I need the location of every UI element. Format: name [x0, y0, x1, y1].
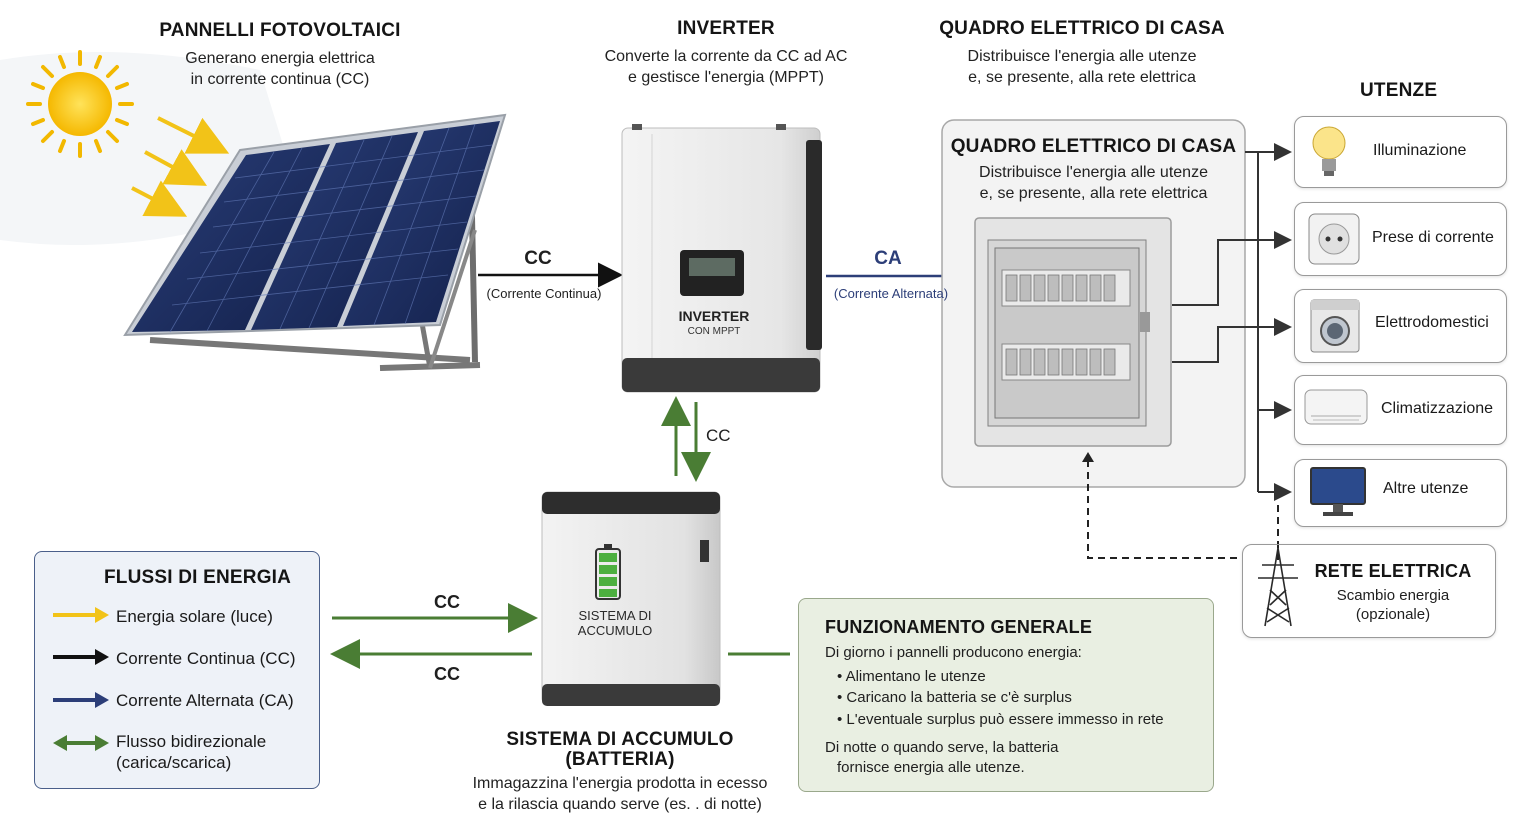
panels-title: PANNELLI FOTOVOLTAICI: [159, 20, 401, 41]
battery-level-icon: [604, 544, 612, 550]
utenza-card-elettrodomestici: Elettrodomestici: [1294, 289, 1507, 363]
cc-vertical-label: CC: [706, 426, 731, 445]
rete-desc-line2: (opzionale): [1355, 606, 1431, 623]
funzionamento-night-line1: Di notte o quando serve, la batteria: [825, 739, 1059, 756]
rete-heading: RETE ELETTRICA Scambio energia (opzional…: [1303, 561, 1483, 623]
funzionamento-bullet: • Alimentano le utenze: [837, 668, 986, 685]
funzionamento-night-line2: fornisce energia alle utenze.: [837, 759, 1025, 776]
utenza-label: Altre utenze: [1383, 480, 1469, 497]
legend-item-bidirectional: Flusso bidirezionale: [116, 732, 267, 751]
funzionamento-bullet: • L'eventuale surplus può essere immesso…: [837, 711, 1164, 728]
bullet-text: Caricano la batteria se c'è surplus: [846, 689, 1072, 706]
electrical-panel-illustration: [974, 217, 1172, 447]
utenza-card-climatizzazione: Climatizzazione: [1294, 375, 1507, 445]
power-pylon-icon: [1258, 547, 1298, 627]
battery-desc-line2: e la rilascia quando serve (es. . di not…: [478, 796, 762, 813]
inverter-device-sub: CON MPPT: [687, 326, 741, 337]
funzionamento-box: FUNZIONAMENTO GENERALE Di giorno i panne…: [798, 598, 1214, 792]
rete-elettrica-box: RETE ELETTRICA Scambio energia (opzional…: [1242, 544, 1496, 638]
quadro-box-heading: QUADRO ELETTRICO DI CASA Distribuisce l'…: [946, 136, 1241, 204]
legend-swatches: [53, 607, 109, 751]
socket-icon: [1308, 213, 1360, 265]
battery-device-label-line2: ACCUMULO: [577, 623, 653, 638]
inverter-heading: INVERTER Converte la corrente da CC ad A…: [565, 18, 887, 88]
quadro-top-desc-line1: Distribuisce l'energia alle utenze: [967, 48, 1197, 65]
panels-desc-line1: Generano energia elettrica: [185, 50, 375, 67]
inverter-desc-line2: e gestisce l'energia (MPPT): [627, 69, 824, 86]
cc-sublabel: (Corrente Continua): [486, 286, 602, 301]
cc-out-label: CC: [434, 664, 460, 684]
funzionamento-bullet: • Caricano la batteria se c'è surplus: [837, 689, 1072, 706]
utenza-card-altre: Altre utenze: [1294, 459, 1507, 527]
battery-device-label: SISTEMA DI ACCUMULO: [560, 608, 670, 638]
ca-label: CA: [874, 248, 902, 269]
air-conditioner-icon: [1304, 389, 1368, 425]
bullet-text: Alimentano le utenze: [845, 668, 986, 685]
quadro-top-title: QUADRO ELETTRICO DI CASA: [939, 18, 1225, 39]
quadro-box-title: QUADRO ELETTRICO DI CASA: [950, 136, 1237, 157]
utenza-label: Prese di corrente: [1372, 229, 1494, 246]
inverter-title: INVERTER: [677, 18, 775, 39]
distribution-lines: [1172, 143, 1292, 501]
utenza-label: Climatizzazione: [1381, 400, 1494, 417]
washing-machine-icon: [1310, 299, 1360, 353]
inverter-illustration: [621, 124, 822, 393]
rete-title: RETE ELETTRICA: [1314, 561, 1472, 581]
rete-desc-line1: Scambio energia: [1336, 587, 1450, 604]
battery-device-label-line1: SISTEMA DI: [578, 608, 652, 623]
legend-ac-arrow: [53, 692, 109, 708]
quadro-box-desc-line1: Distribuisce l'energia alle utenze: [979, 164, 1208, 181]
battery-heading: SISTEMA DI ACCUMULO (BATTERIA) Immagazzi…: [440, 730, 800, 815]
battery-title-line1: SISTEMA DI ACCUMULO: [506, 729, 734, 750]
panels-heading: PANNELLI FOTOVOLTAICI Generano energia e…: [130, 20, 430, 90]
legend-box: FLUSSI DI ENERGIA Energia solare (luce) …: [34, 551, 320, 789]
monitor-icon: [1310, 467, 1366, 516]
legend-item-dc: Corrente Continua (CC): [116, 649, 296, 668]
inverter-desc-line1: Converte la corrente da CC ad AC: [604, 48, 848, 65]
inverter-device-name: INVERTER: [678, 308, 750, 324]
battery-storage-illustration: [541, 491, 721, 706]
legend-item-ac: Corrente Alternata (CA): [116, 691, 294, 710]
legend-title: FLUSSI DI ENERGIA: [104, 567, 292, 588]
bullet-text: L'eventuale surplus può essere immesso i…: [846, 711, 1164, 728]
quadro-box-desc-line2: e, se presente, alla rete elettrica: [979, 185, 1208, 202]
legend-dc-arrow: [53, 649, 109, 665]
quadro-heading: QUADRO ELETTRICO DI CASA Distribuisce l'…: [932, 18, 1232, 88]
legend-item-bidirectional-sub: (carica/scarica): [116, 753, 232, 772]
legend-item-solar: Energia solare (luce): [116, 607, 273, 626]
ca-sublabel: (Corrente Alternata): [833, 286, 949, 301]
quadro-top-desc-line2: e, se presente, alla rete elettrica: [968, 69, 1196, 86]
light-bulb-icon: [1312, 126, 1346, 176]
cc-in-label: CC: [434, 592, 460, 612]
utenza-label: Elettrodomestici: [1375, 314, 1489, 331]
battery-title-line2: (BATTERIA): [565, 749, 675, 770]
grid-exchange-line: [1087, 460, 1279, 560]
panels-desc-line2: in corrente continua (CC): [190, 71, 370, 88]
solar-panels-illustration: [123, 113, 507, 371]
funzionamento-title: FUNZIONAMENTO GENERALE: [825, 617, 1093, 637]
utenza-card-prese: Prese di corrente: [1294, 202, 1507, 276]
legend-solar-arrow: [53, 607, 109, 623]
funzionamento-intro: Di giorno i pannelli producono energia:: [825, 644, 1082, 661]
inverter-device-label: INVERTER CON MPPT: [622, 308, 806, 337]
sun-icon: [26, 50, 134, 158]
utenza-card-illuminazione: Illuminazione: [1294, 116, 1507, 188]
utenza-label: Illuminazione: [1373, 142, 1467, 159]
utenze-header: UTENZE: [1360, 80, 1438, 101]
solar-rays: [131, 116, 230, 217]
legend-bidirectional-arrow: [53, 735, 109, 751]
cc-label: CC: [524, 248, 552, 269]
battery-desc-line1: Immagazzina l'energia prodotta in ecesso: [472, 775, 768, 792]
